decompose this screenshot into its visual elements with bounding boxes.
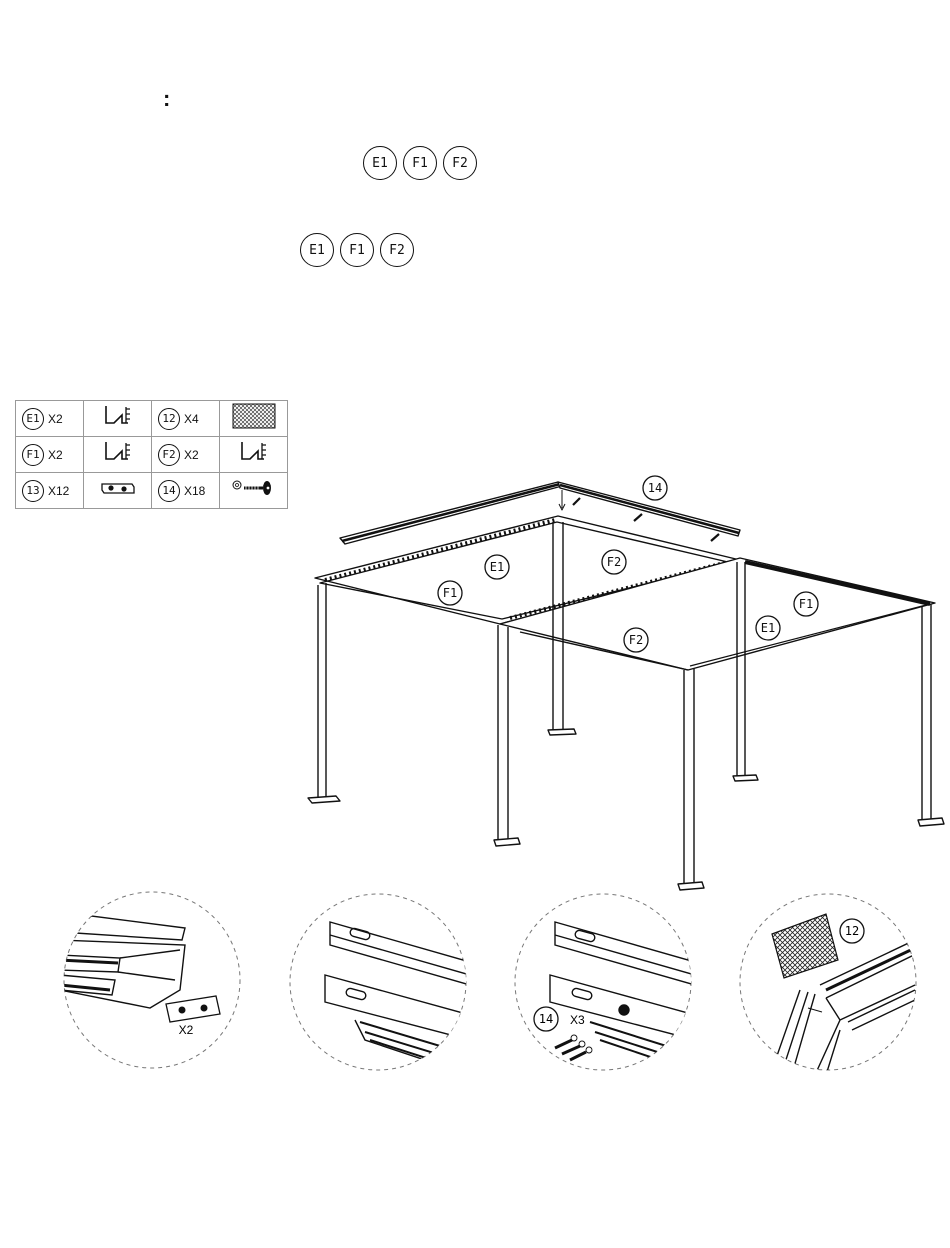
detail3-qty: X3	[570, 1013, 585, 1027]
label-f1-left: F1	[443, 586, 457, 600]
detail3-code: 14	[539, 1012, 553, 1026]
label-f1-right: F1	[799, 597, 813, 611]
label-screw-14: 14	[648, 481, 662, 495]
label-e1-right: E1	[761, 621, 775, 635]
detail1-qty: X2	[179, 1023, 194, 1037]
label-e1-left: E1	[490, 560, 504, 574]
label-f2-back: F2	[607, 555, 621, 569]
detail-view-3: 14 X3	[515, 894, 695, 1072]
screw-icon	[555, 1040, 586, 1060]
detail-view-1: X2	[60, 892, 240, 1068]
detail-view-4: 12	[740, 894, 920, 1075]
mesh-panel-icon	[772, 914, 838, 978]
detail-view-2	[290, 894, 470, 1075]
detail4-code: 12	[845, 924, 859, 938]
label-f2-front: F2	[629, 633, 643, 647]
